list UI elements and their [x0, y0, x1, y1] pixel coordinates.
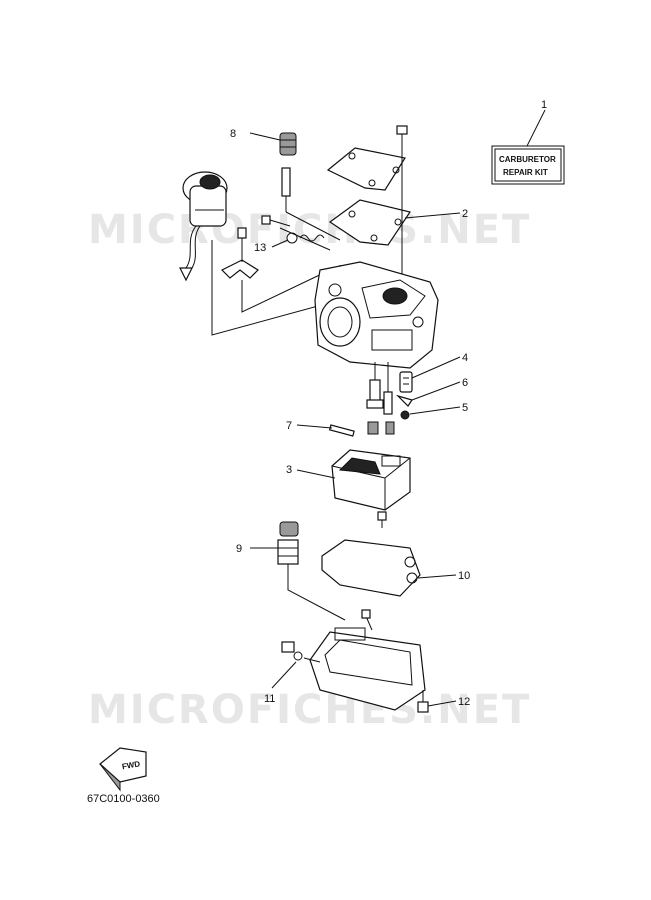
main-jet-assembly: [366, 362, 395, 435]
part-number-4: 4: [462, 352, 468, 364]
part-number-2: 2: [462, 208, 468, 220]
float-3: [331, 449, 411, 528]
jet-part-8: [279, 132, 341, 241]
leader-lines: [249, 109, 546, 707]
diagram-code: 67C0100-0360: [87, 793, 160, 805]
part-number-7: 7: [286, 420, 292, 432]
solenoid-assembly: [179, 171, 228, 282]
part-number-10: 10: [458, 570, 470, 582]
part-number-11: 11: [264, 693, 275, 705]
kit-label-line2: REPAIR KIT: [503, 168, 548, 177]
watermark-bottom: MICROFICHES.NET: [88, 687, 531, 733]
part-number-9: 9: [236, 543, 242, 555]
float-pin-7: [328, 424, 355, 437]
diaphragm-gasket: [328, 199, 411, 246]
part-number-6: 6: [462, 377, 468, 389]
watermark-top: MICROFICHES.NET: [88, 207, 531, 253]
drain-screw-11: [281, 641, 321, 663]
part-number-1: 1: [541, 99, 547, 111]
fwd-label: FWD: [121, 759, 141, 771]
kit-label-line1: CARBURETOR: [499, 155, 556, 164]
pilot-screw-13: [261, 215, 331, 251]
float-bowl: [309, 609, 426, 711]
part-number-3: 3: [286, 464, 292, 476]
part-number-5: 5: [462, 402, 468, 414]
carburetor-body: [314, 261, 439, 369]
mount-bracket: [220, 227, 259, 279]
float-bowl-gasket-10: [321, 539, 421, 597]
forward-arrow-icon: FWD: [99, 747, 147, 792]
part-number-8: 8: [230, 128, 236, 140]
needle-valve-4: [395, 371, 413, 420]
top-screw: [396, 125, 408, 285]
drain-plug-9: [277, 521, 346, 621]
top-cover-plate: [326, 147, 406, 191]
repair-kit-label: CARBURETOR REPAIR KIT: [491, 145, 565, 185]
bowl-screw-12: [417, 690, 429, 713]
part-number-12: 12: [458, 696, 470, 708]
part-number-13: 13: [254, 242, 266, 254]
leader-bracket: [241, 269, 331, 313]
